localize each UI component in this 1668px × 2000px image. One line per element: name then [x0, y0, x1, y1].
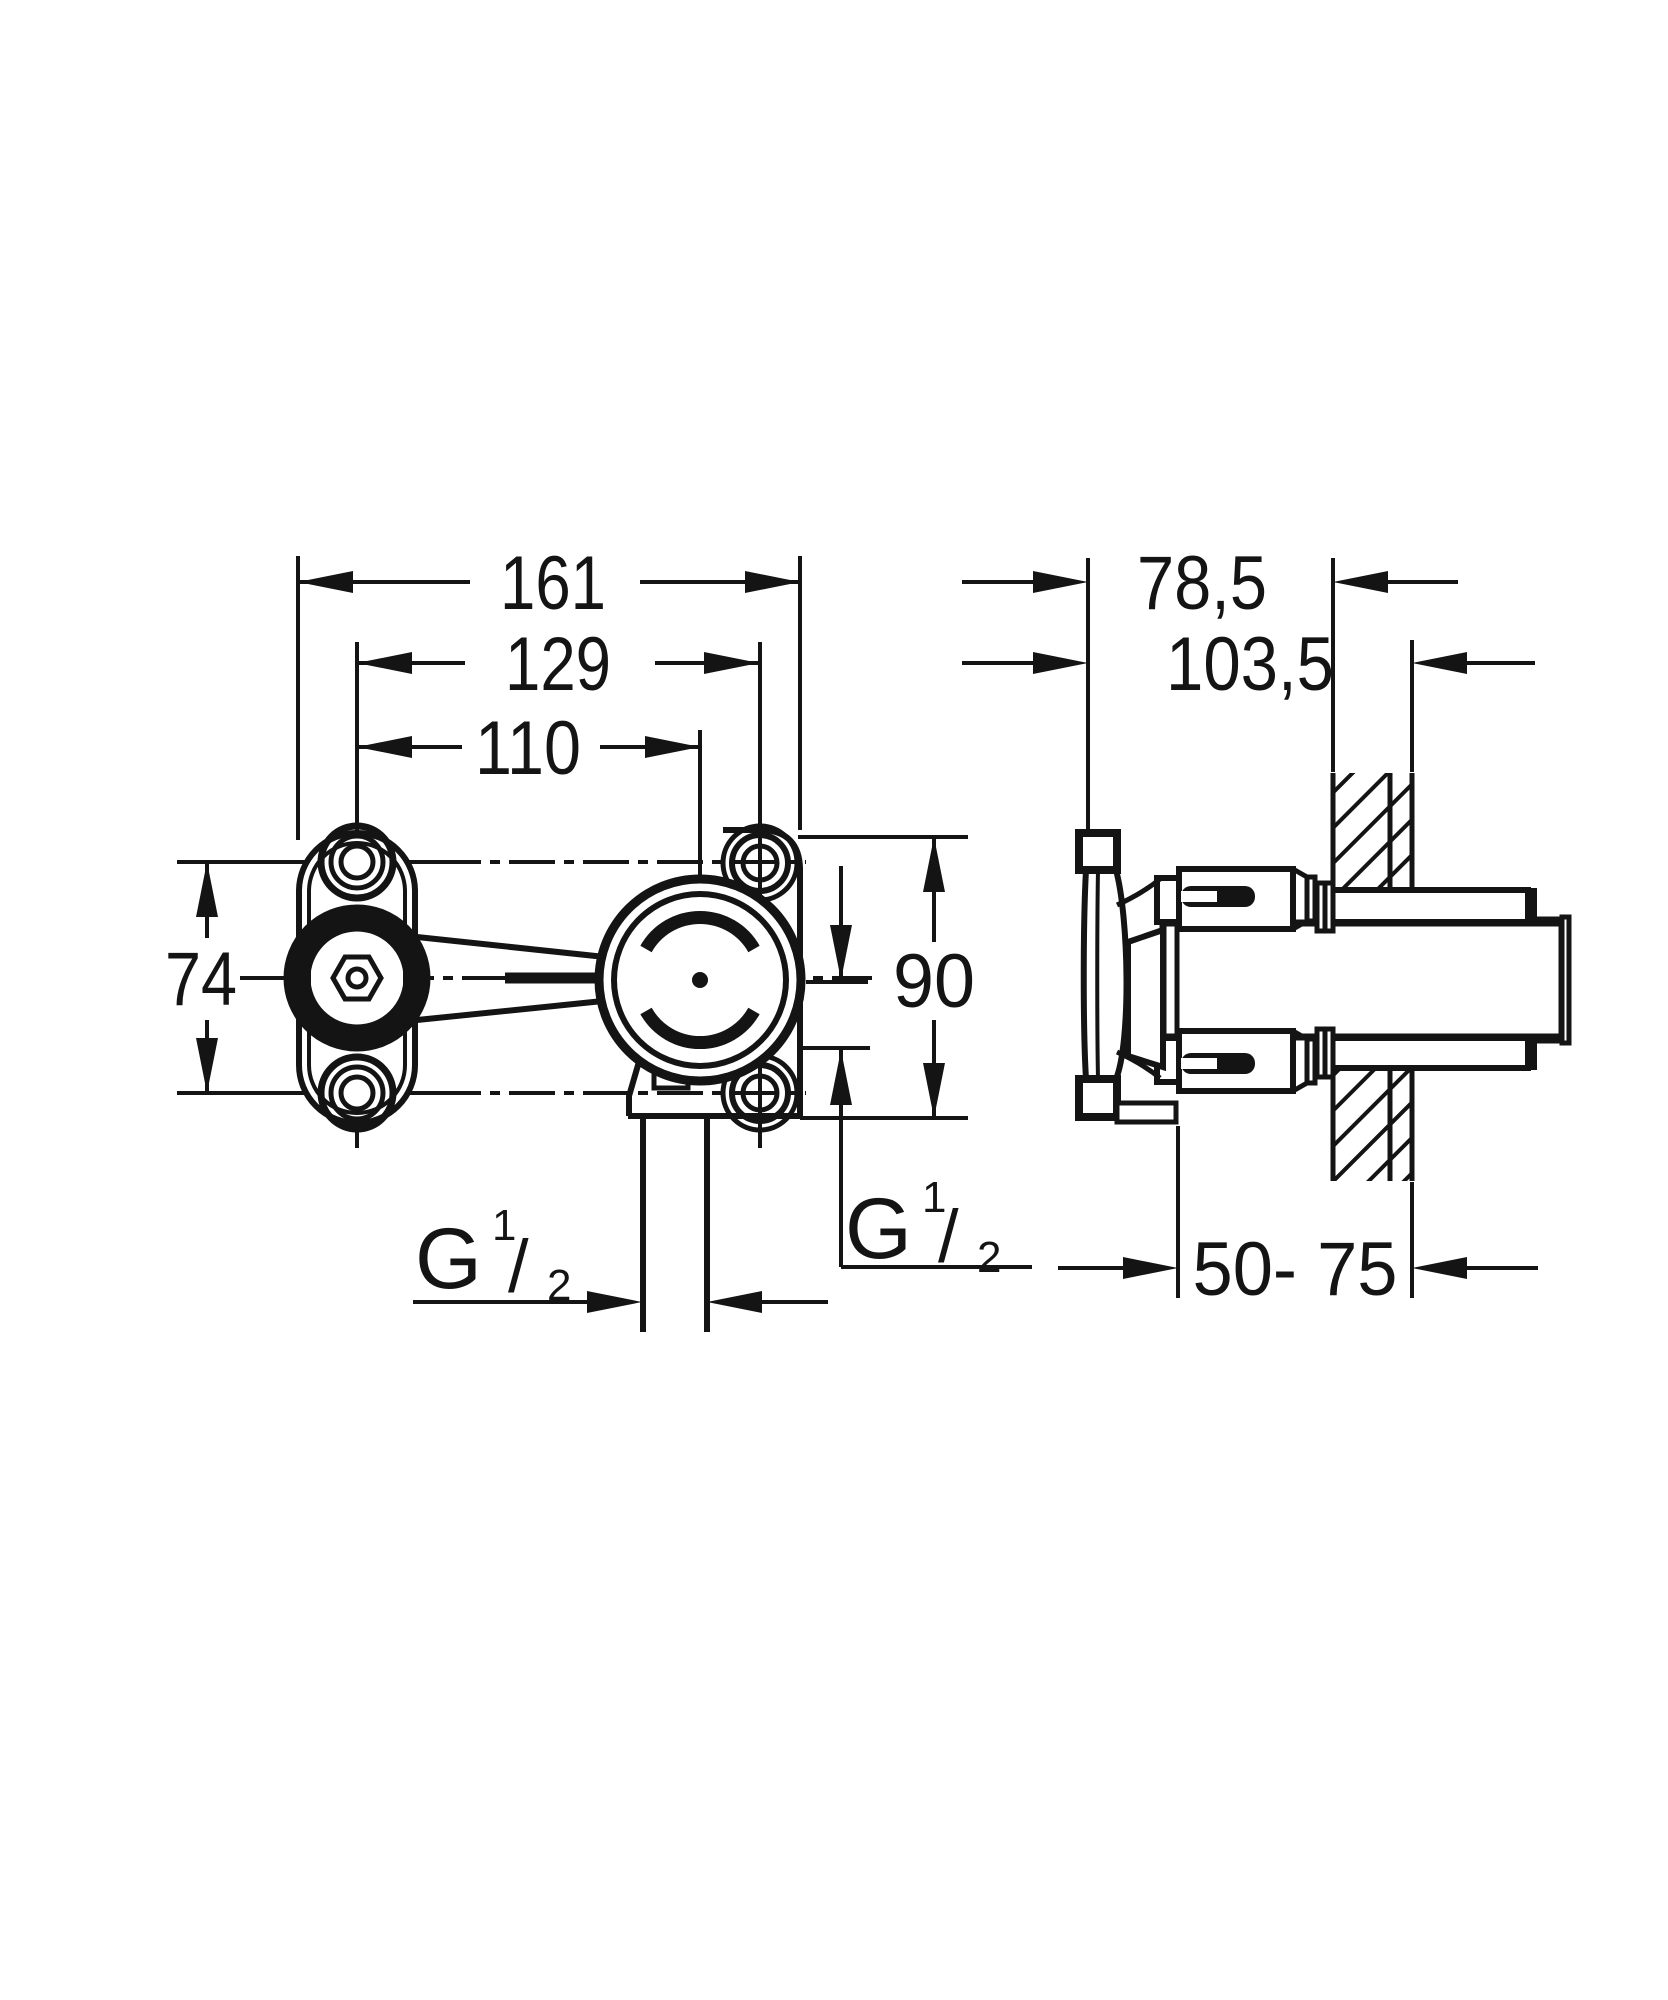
dim-label-74: 74 [165, 937, 237, 1022]
dimension-78-5: 78,5 [962, 541, 1458, 626]
thread-g: G [415, 1211, 482, 1307]
dim-label-110: 110 [475, 706, 581, 791]
bracket-screw-bottom [317, 1053, 397, 1133]
dim-label-50-75: 50- 75 [1193, 1227, 1398, 1312]
mixer-body [594, 874, 806, 1086]
pipe-end-cap [1559, 914, 1572, 1046]
center-dot [692, 972, 708, 988]
thread-numerator: 1 [492, 1201, 516, 1250]
dimension-129: 129 [357, 622, 759, 707]
thread-numerator: 1 [922, 1173, 946, 1222]
upper-connector [1154, 866, 1336, 934]
main-cartridge-body [1159, 919, 1566, 1041]
dim-label-161: 161 [500, 541, 606, 626]
thread-denominator: 2 [547, 1261, 571, 1310]
upper-pipe [1328, 887, 1531, 925]
dimensions: 161 129 110 74 [165, 541, 1538, 1313]
dim-label-78-5: 78,5 [1137, 541, 1267, 626]
wall-section [1330, 773, 1415, 1181]
slot-arc-top [640, 910, 760, 953]
oring-upper [1528, 888, 1537, 924]
center-offset-arrows [830, 866, 852, 1267]
hex-nut [330, 954, 384, 1002]
thread-slash: / [508, 1225, 529, 1308]
side-view [1075, 773, 1572, 1181]
dim-label-129: 129 [505, 622, 611, 707]
side-foot [1114, 1100, 1179, 1125]
mounting-bracket [283, 822, 431, 1133]
dimension-90: 90 [893, 837, 975, 1118]
front-view [177, 642, 872, 1332]
slot-arc-bottom [640, 1007, 760, 1050]
rubber-grommet [283, 904, 431, 1052]
thread-slash: / [938, 1195, 959, 1278]
dimension-161: 161 [298, 541, 800, 626]
side-bracket [1075, 829, 1179, 1125]
outlet-pipe [640, 1116, 710, 1332]
lower-connector [1154, 1026, 1336, 1094]
dimension-74: 74 [165, 862, 237, 1093]
thread-g: G [845, 1181, 912, 1277]
side-arm [1125, 925, 1166, 1072]
lower-pipe [1328, 1035, 1531, 1071]
dim-label-103-5: 103,5 [1166, 622, 1334, 707]
bracket-screw-top [317, 822, 397, 902]
thread-label-left: G 1 / 2 [413, 1201, 828, 1313]
thread-label-right: G 1 / 2 [841, 1173, 1032, 1282]
thread-denominator: 2 [977, 1233, 1001, 1282]
dimension-103-5: 103,5 [962, 622, 1535, 707]
extension-lines [296, 556, 1414, 1298]
oring-lower [1528, 1036, 1537, 1070]
dimension-50-75: 50- 75 [1058, 1227, 1538, 1312]
dimension-110: 110 [357, 706, 700, 791]
dim-label-90: 90 [893, 939, 975, 1024]
housing-screw-top [729, 832, 791, 894]
